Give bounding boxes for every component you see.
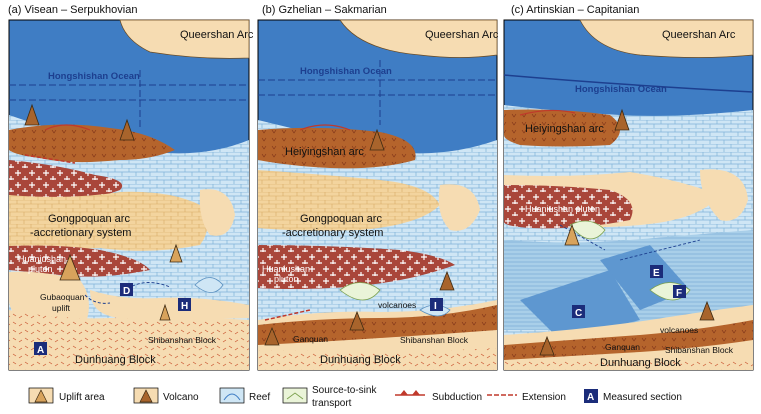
legend-item-uplift-area: Uplift area — [28, 387, 105, 404]
legend-label: Subduction — [432, 392, 482, 403]
panel-b: (b) Gzhelian – Sakmarian Queershan Arc — [257, 4, 499, 371]
legend-item-source-to-sink: Source-to-sink transport — [282, 385, 377, 409]
panel-c-queershan-label: Queershan Arc — [662, 29, 736, 41]
measured-section-badge: C — [572, 305, 585, 319]
section-label: H — [181, 301, 188, 312]
section-label: I — [434, 301, 437, 312]
legend-item-reef: Reef — [219, 387, 270, 404]
panel-c: (c) Artinskian – Capitanian — [503, 4, 754, 371]
panel-b-map — [257, 19, 498, 371]
panel-a-queershan-label: Queershan Arc — [180, 29, 254, 41]
legend-label-2: transport — [312, 398, 352, 409]
panel-c-title: (c) Artinskian – Capitanian — [511, 4, 639, 16]
measured-section-badge: H — [178, 298, 191, 312]
panel-b-pluton-label: Huaniushan — [262, 264, 310, 274]
source-to-sink-swatch-icon — [282, 387, 308, 404]
panel-c-ocean-label: Hongshishan Ocean — [575, 84, 667, 95]
panel-c-pluton-label: Huaniushan pluton — [525, 204, 600, 214]
panel-a-pluton-label-2: pluton — [28, 264, 53, 274]
reef-swatch-icon — [219, 387, 245, 404]
measured-section-badge-icon — [584, 389, 598, 403]
panel-a-map — [8, 19, 250, 371]
panel-b-queershan-label: Queershan Arc — [425, 29, 499, 41]
panel-b-title: (b) Gzhelian – Sakmarian — [262, 4, 387, 16]
panel-a-pluton-label: Huaniushan — [18, 254, 66, 264]
panel-b-dunhuang-label: Dunhuang Block — [320, 354, 401, 366]
panel-b-ganquan-label: Ganquan — [293, 334, 328, 344]
panel-a-gongpoquan-label-2: -accretionary system — [30, 227, 131, 239]
measured-section-badge: A — [34, 342, 47, 356]
panel-b-pluton-label-2: pluton — [274, 274, 299, 284]
panel-a-dunhuang-label: Dunhuang Block — [75, 354, 156, 366]
section-label: E — [653, 268, 660, 279]
panel-a-uplift-label-2: uplift — [52, 303, 71, 313]
measured-section-badge: D — [120, 283, 133, 297]
legend-label: Source-to-sink — [312, 385, 377, 396]
panel-a-title: (a) Visean – Serpukhovian — [8, 4, 137, 16]
panel-b-gongpoquan-label-2: -accretionary system — [282, 227, 383, 239]
panel-b-heiyingshan-label: Heiyingshan arc — [285, 146, 364, 158]
panel-c-ganquan-label: Ganquan — [605, 342, 640, 352]
section-label: C — [575, 308, 582, 319]
panel-a-uplift-label: Gubaoquan — [40, 292, 85, 302]
legend-item-subduction: Subduction — [395, 390, 482, 403]
panel-c-dunhuang-label: Dunhuang Block — [600, 357, 681, 369]
panel-c-shibanshan-label: Shibanshan Block — [665, 345, 734, 355]
panel-c-map — [503, 19, 754, 371]
legend-label: Reef — [249, 392, 270, 403]
measured-section-badge: E — [650, 265, 663, 279]
section-label: A — [37, 345, 44, 356]
section-label: F — [676, 288, 682, 299]
legend-item-extension: Extension — [487, 392, 566, 403]
legend-label: Volcano — [163, 392, 199, 403]
legend-badge-letter: A — [587, 392, 594, 403]
panel-a-gongpoquan-label: Gongpoquan arc — [48, 213, 130, 225]
legend: Uplift area Volcano Reef Source-to-sink … — [28, 385, 682, 409]
section-label: D — [123, 286, 130, 297]
measured-section-badge: F — [673, 285, 686, 299]
panel-b-ocean-label: Hongshishan Ocean — [300, 66, 392, 77]
panel-b-volcanoes-label: volcanoes — [378, 300, 416, 310]
panel-a-ocean-label: Hongshishan Ocean — [48, 71, 140, 82]
panel-b-gongpoquan-label: Gongpoquan arc — [300, 213, 382, 225]
legend-label: Extension — [522, 392, 566, 403]
panel-a-shibanshan-label: Shibanshan Block — [148, 335, 217, 345]
legend-label: Uplift area — [59, 392, 105, 403]
legend-item-measured-section: A Measured section — [584, 389, 682, 403]
panel-a: (a) Visean – Serpukhovian — [8, 4, 254, 371]
panel-c-volcanoes-label: volcanoes — [660, 325, 698, 335]
legend-label: Measured section — [603, 392, 682, 403]
legend-item-volcano: Volcano — [133, 387, 199, 404]
panel-b-shibanshan-label: Shibanshan Block — [400, 335, 469, 345]
measured-section-badge: I — [430, 298, 443, 312]
panel-c-heiyingshan-label: Heiyingshan arc — [525, 123, 604, 135]
